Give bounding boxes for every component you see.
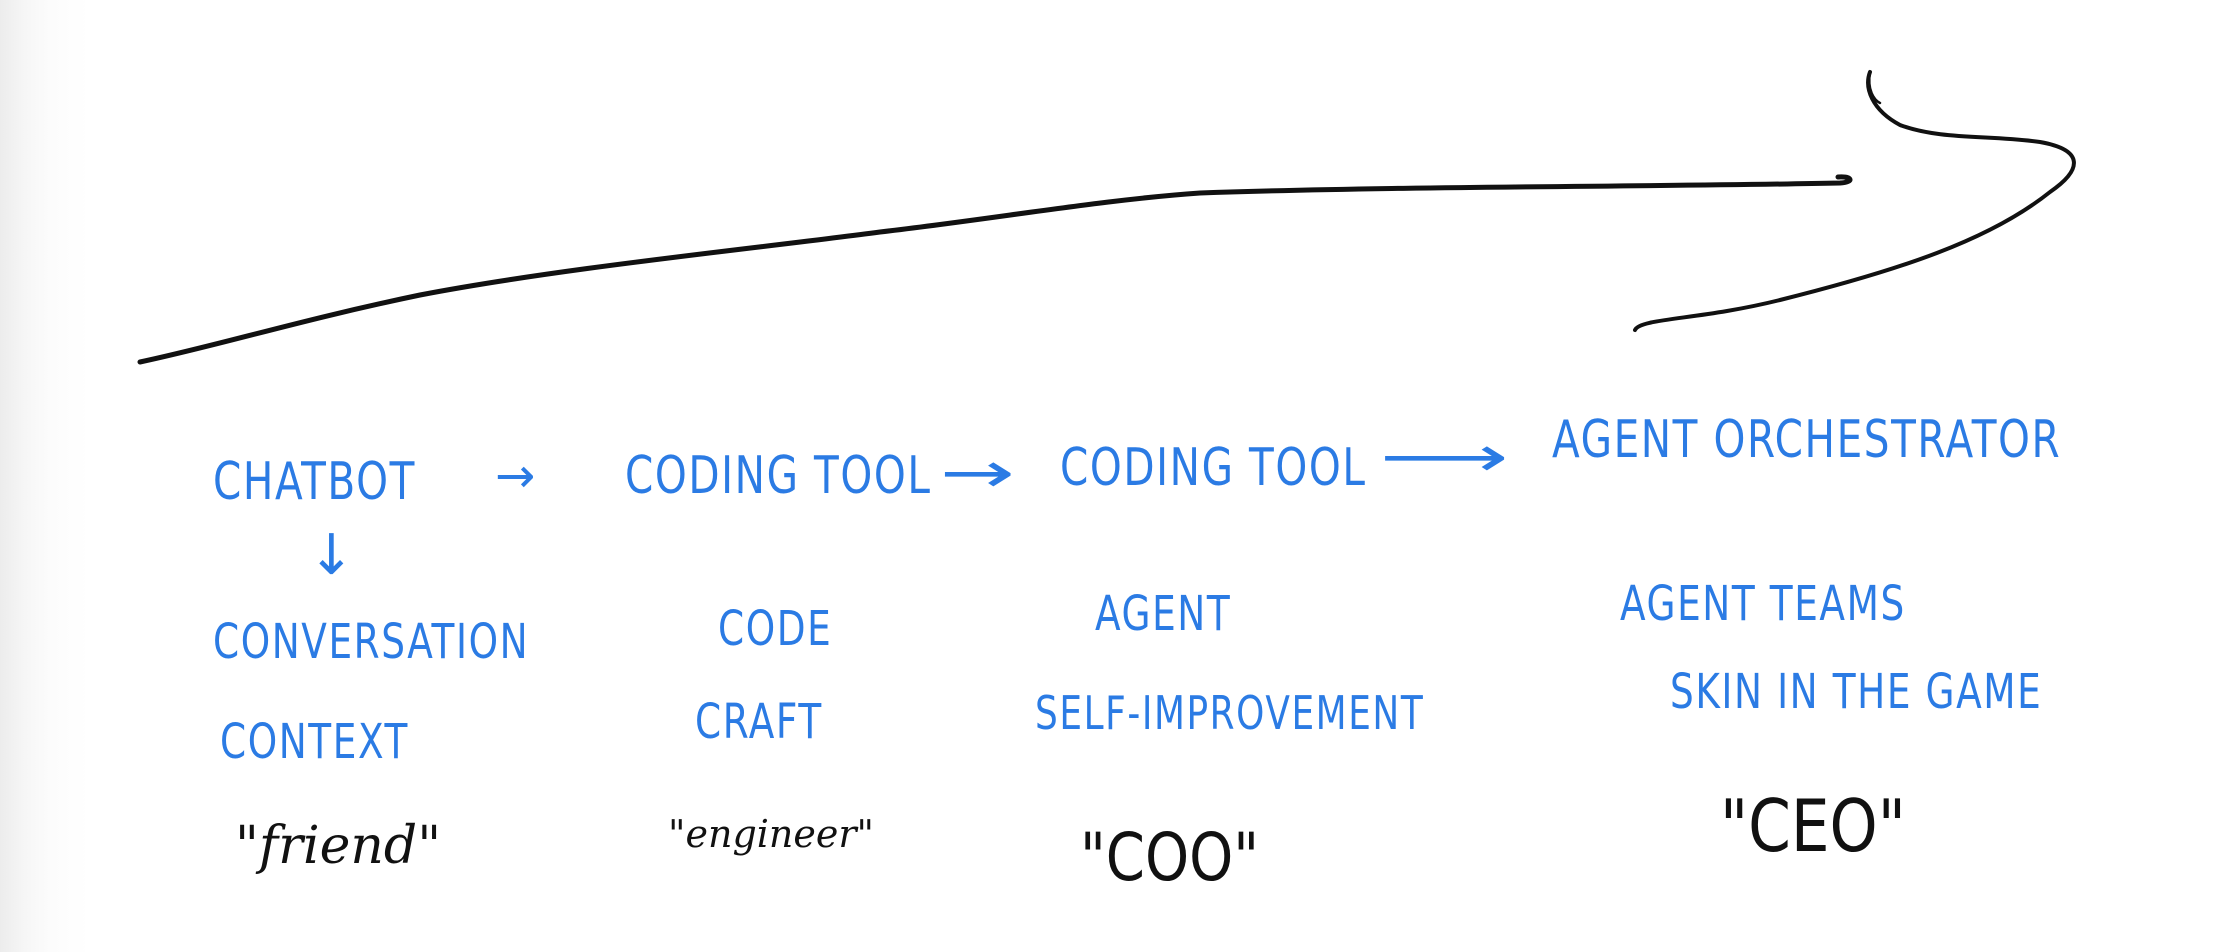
role-engineer: "engineer"	[668, 812, 875, 856]
stage-label-agent-orchestrator: AGENT ORCHESTRATOR	[1552, 410, 2062, 470]
stage-label-coding-tool-agent: CODING TOOL	[1060, 438, 1367, 498]
right-arrow-icon: →	[495, 448, 536, 504]
stage-label-chatbot: CHATBOT	[213, 452, 416, 512]
trait-agent: AGENT	[1095, 586, 1232, 642]
down-arrow-icon: ↓	[308, 523, 355, 588]
right-arrow-icon: →	[940, 441, 1016, 506]
trait-code: CODE	[718, 601, 833, 657]
role-friend: "friend"	[235, 816, 442, 876]
trait-conversation: CONVERSATION	[213, 614, 530, 670]
role-ceo: "CEO"	[1720, 784, 1906, 868]
stage-label-coding-tool: CODING TOOL	[625, 446, 932, 506]
trait-agent-teams: AGENT TEAMS	[1620, 576, 1906, 632]
trait-skin-in-the-game: SKIN IN THE GAME	[1670, 664, 2043, 720]
role-coo: "COO"	[1080, 819, 1260, 896]
trait-craft: CRAFT	[695, 694, 823, 750]
trait-context: CONTEXT	[220, 714, 409, 770]
trait-self-improvement: SELF-IMPROVEMENT	[1035, 686, 1425, 740]
long-right-arrow-icon: ⟶	[1380, 425, 1509, 490]
